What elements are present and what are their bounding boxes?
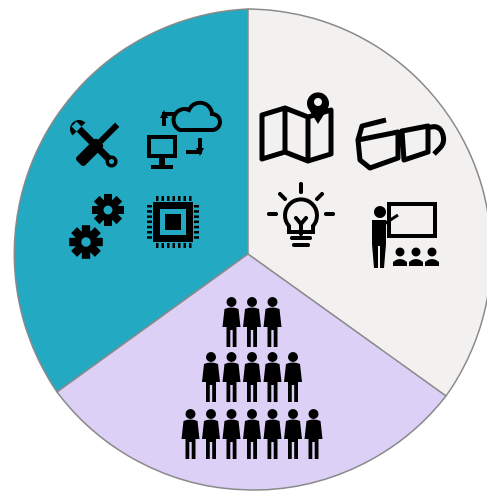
cpu-pin (189, 243, 192, 248)
teacher-presentation-icon (372, 202, 439, 268)
cpu-pin (147, 210, 152, 213)
map-pin-icon (259, 92, 334, 164)
cpu-pin (183, 243, 186, 248)
cpu-pin (194, 236, 199, 239)
cpu-pin (147, 236, 152, 239)
cpu-pin (194, 220, 199, 224)
cpu-pin (167, 196, 170, 201)
cpu-pin (167, 243, 170, 248)
cpu-pin (194, 215, 199, 218)
cpu-pin (172, 243, 175, 248)
student-body (425, 259, 439, 266)
lightbulb-icon (267, 182, 335, 247)
cpu-pin (178, 196, 181, 201)
3d-glasses-icon (355, 117, 447, 171)
student-head (411, 247, 421, 257)
student-body (393, 259, 407, 266)
cpu-pin (156, 196, 159, 201)
cpu-pin (189, 196, 192, 201)
cpu-pin (156, 243, 159, 248)
cpu-pin (161, 243, 164, 248)
cpu-pin (194, 205, 199, 208)
segment-technology (13, 8, 249, 394)
cpu-pin (183, 196, 186, 201)
student-head (427, 247, 437, 257)
cpu-pin (147, 231, 152, 234)
cpu-chip-icon (147, 196, 199, 248)
cpu-pin (194, 210, 199, 213)
student-head (395, 247, 405, 257)
cpu-pin (147, 225, 152, 229)
cpu-pin (147, 215, 152, 218)
cpu-pin (178, 243, 181, 248)
cpu-pin (172, 196, 175, 201)
cpu-pin (147, 220, 152, 224)
cpu-pin (161, 196, 164, 201)
tools-icon (70, 120, 120, 168)
cpu-pin (194, 231, 199, 234)
cpu-pin (147, 205, 152, 208)
cloud-sync-computer-icon (147, 100, 222, 169)
student-body (409, 259, 423, 266)
cpu-pin (194, 225, 199, 229)
